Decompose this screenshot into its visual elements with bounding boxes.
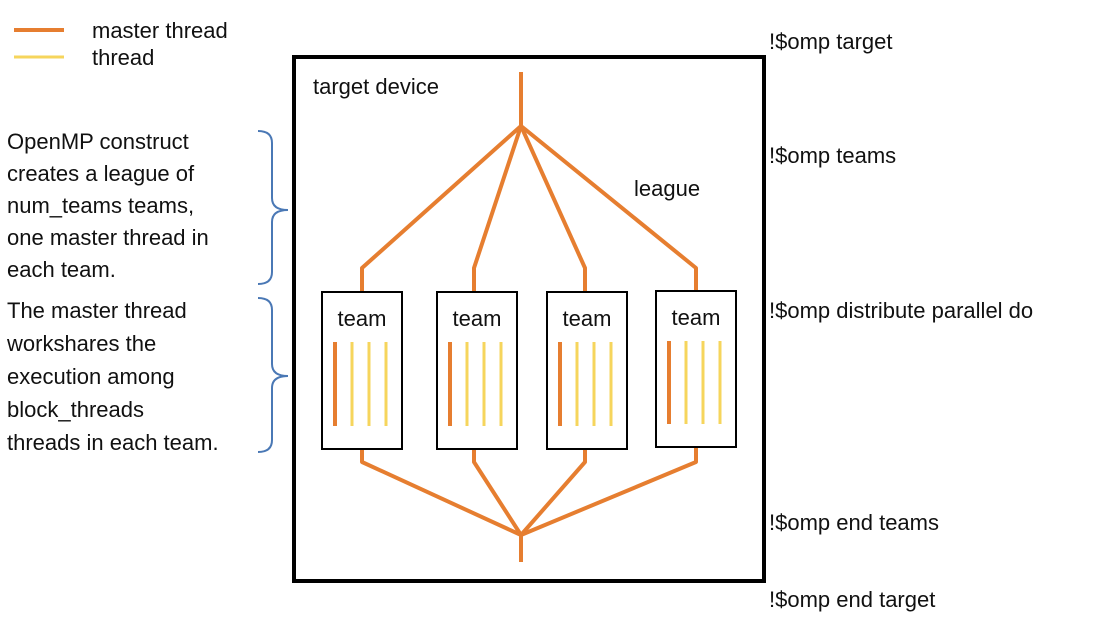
team-label: team (338, 306, 387, 331)
legend: master thread thread (14, 18, 228, 70)
legend-thread-label: thread (92, 45, 154, 70)
teams-note-bracket (257, 130, 289, 285)
join-branch-1 (360, 449, 522, 537)
directive-end-target: !$omp end target (769, 587, 935, 612)
workshare-note-line: block_threads (7, 397, 144, 422)
join-branch-4 (520, 447, 698, 537)
team-label: team (453, 306, 502, 331)
fork-branch-3 (519, 125, 587, 291)
workshare-note: The master thread workshares the executi… (6, 298, 219, 455)
teams-note: OpenMP construct creates a league of num… (7, 129, 209, 282)
directive-teams: !$omp teams (769, 143, 896, 168)
legend-master-label: master thread (92, 18, 228, 43)
workshare-note-line: threads in each team. (7, 430, 219, 455)
team-3: team (546, 291, 628, 450)
directive-distribute: !$omp distribute parallel do (769, 298, 1033, 323)
workshare-note-bracket (257, 297, 289, 453)
workshare-note-line: execution among (7, 364, 175, 389)
target-device-box (292, 55, 766, 583)
league-label: league (634, 176, 700, 201)
fork-lines (360, 72, 698, 291)
join-branch-2 (472, 449, 523, 537)
fork-branch-1 (360, 124, 523, 291)
teams-note-line: OpenMP construct (7, 129, 189, 154)
teams-note-line: creates a league of (7, 161, 195, 186)
directive-target: !$omp target (769, 29, 893, 54)
join-branch-3 (519, 449, 587, 537)
workshare-note-line: The master thread (7, 298, 187, 323)
team-label: team (672, 305, 721, 330)
join-lines (360, 447, 698, 562)
fork-branch-4 (519, 124, 698, 291)
team-1: team (321, 291, 403, 450)
fork-branch-2 (472, 125, 523, 291)
teams-note-line: one master thread in (7, 225, 209, 250)
team-label: team (563, 306, 612, 331)
team-4: team (655, 290, 737, 448)
teams-note-line: each team. (7, 257, 116, 282)
directive-end-teams: !$omp end teams (769, 510, 939, 535)
team-2: team (436, 291, 518, 450)
teams-note-line: num_teams teams, (7, 193, 194, 218)
workshare-note-line: workshares the (6, 331, 156, 356)
target-device-label: target device (313, 74, 439, 99)
